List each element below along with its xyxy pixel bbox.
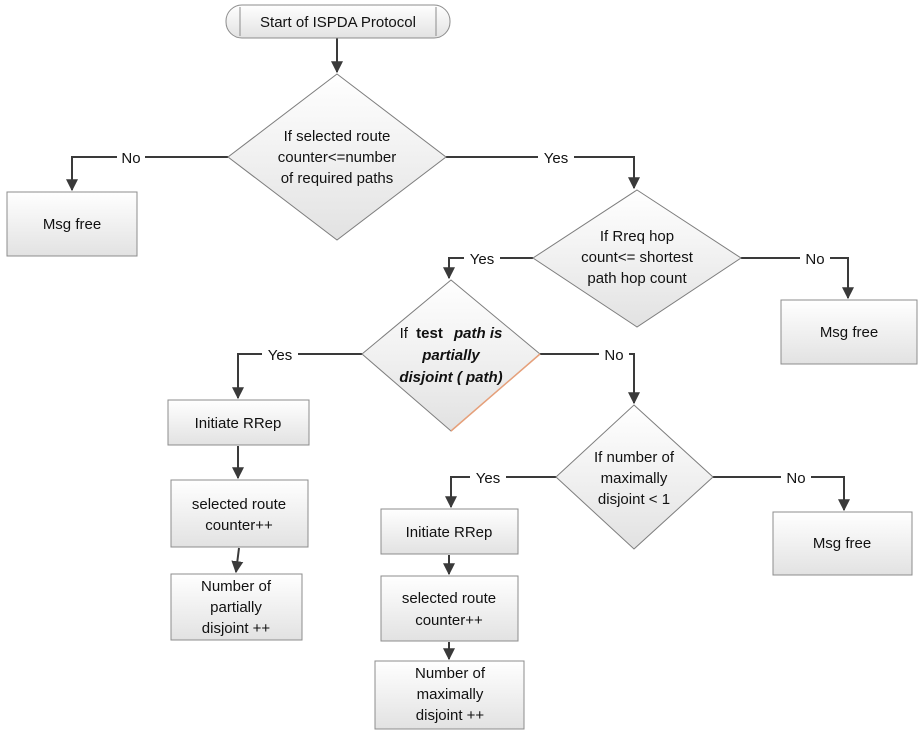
- decision-hop-count-line-2: count<= shortest: [581, 249, 694, 266]
- label-no-decision1: No: [121, 150, 140, 167]
- edge-decision1-no: [66, 156, 228, 192]
- edge-counter-left-to-partial: [231, 547, 244, 574]
- start-label: Start of ISPDA Protocol: [260, 14, 416, 31]
- start-node: Start of ISPDA Protocol: [225, 4, 451, 39]
- edge-decision2-yes: [443, 257, 533, 280]
- label-yes-decision3: Yes: [268, 347, 292, 364]
- decision-route-counter-line-3: of required paths: [281, 170, 394, 187]
- decision-route-counter-line-1: If selected route: [284, 128, 391, 145]
- partially-disjoint-count-line-1: Number of: [201, 578, 272, 595]
- decision-maximally-disjoint-line-2: maximally: [601, 470, 668, 487]
- maximally-disjoint-count-line-1: Number of: [415, 665, 486, 682]
- initiate-rrep-right: Initiate RRep: [380, 508, 519, 555]
- msg-free-box-1: Msg free: [6, 191, 138, 257]
- decision-hop-count: If Rreq hop count<= shortest path hop co…: [532, 189, 742, 328]
- label-no-decision3: No: [604, 347, 623, 364]
- edge-decision4-no: [713, 476, 850, 512]
- edge-decision2-no: [741, 257, 854, 300]
- decision-partially-disjoint-line-2: partially: [421, 347, 480, 364]
- selected-route-counter-left-line-1: selected route: [192, 496, 286, 513]
- maximally-disjoint-count-line-2: maximally: [417, 686, 484, 703]
- decision-route-counter-line-2: counter<=number: [278, 149, 396, 166]
- initiate-rrep-right-label: Initiate RRep: [406, 524, 493, 541]
- decision-route-counter: If selected route counter<=number of req…: [227, 73, 447, 241]
- selected-route-counter-left: selected route counter++: [170, 479, 309, 548]
- partially-disjoint-count-line-2: partially: [210, 599, 262, 616]
- label-no-decision4: No: [786, 470, 805, 487]
- msg-free-label-1: Msg free: [43, 216, 101, 233]
- msg-free-label-2: Msg free: [820, 324, 878, 341]
- selected-route-counter-right-line-1: selected route: [402, 590, 496, 607]
- selected-route-counter-right: selected route counter++: [380, 575, 519, 642]
- edge-decision3-no: [540, 353, 640, 405]
- edge-decision4-yes: [445, 476, 556, 509]
- label-yes-decision1: Yes: [544, 150, 568, 167]
- initiate-rrep-left: Initiate RRep: [167, 399, 310, 446]
- edge-labels: No Yes Yes No Yes No Yes No: [117, 147, 830, 487]
- decision-hop-count-line-3: path hop count: [587, 270, 687, 287]
- selected-route-counter-left-line-2: counter++: [205, 517, 273, 534]
- partially-disjoint-count: Number of partially disjoint ++: [170, 573, 303, 641]
- edge-decision3-yes: [232, 353, 362, 400]
- selected-route-counter-right-line-2: counter++: [415, 612, 483, 629]
- label-yes-decision2: Yes: [470, 251, 494, 268]
- label-no-decision2: No: [805, 251, 824, 268]
- decision-maximally-disjoint-line-1: If number of: [594, 449, 675, 466]
- msg-free-box-3: Msg free: [772, 511, 913, 576]
- maximally-disjoint-count: Number of maximally disjoint ++: [374, 660, 525, 730]
- partially-disjoint-count-line-3: disjoint ++: [202, 620, 271, 637]
- initiate-rrep-left-label: Initiate RRep: [195, 415, 282, 432]
- decision-maximally-disjoint: If number of maximally disjoint < 1: [555, 404, 714, 550]
- decision-partially-disjoint-line-1: If test path is: [400, 325, 503, 342]
- decision-maximally-disjoint-line-3: disjoint < 1: [598, 491, 670, 508]
- edges: [66, 38, 854, 661]
- decision-hop-count-line-1: If Rreq hop: [600, 228, 674, 245]
- msg-free-box-2: Msg free: [780, 299, 918, 365]
- decision-partially-disjoint: If test path is partially disjoint ( pat…: [361, 279, 541, 432]
- label-yes-decision4: Yes: [476, 470, 500, 487]
- maximally-disjoint-count-line-3: disjoint ++: [416, 707, 485, 724]
- decision-partially-disjoint-line-3: disjoint ( path): [399, 369, 502, 386]
- msg-free-label-3: Msg free: [813, 535, 871, 552]
- edge-decision1-yes: [446, 156, 640, 190]
